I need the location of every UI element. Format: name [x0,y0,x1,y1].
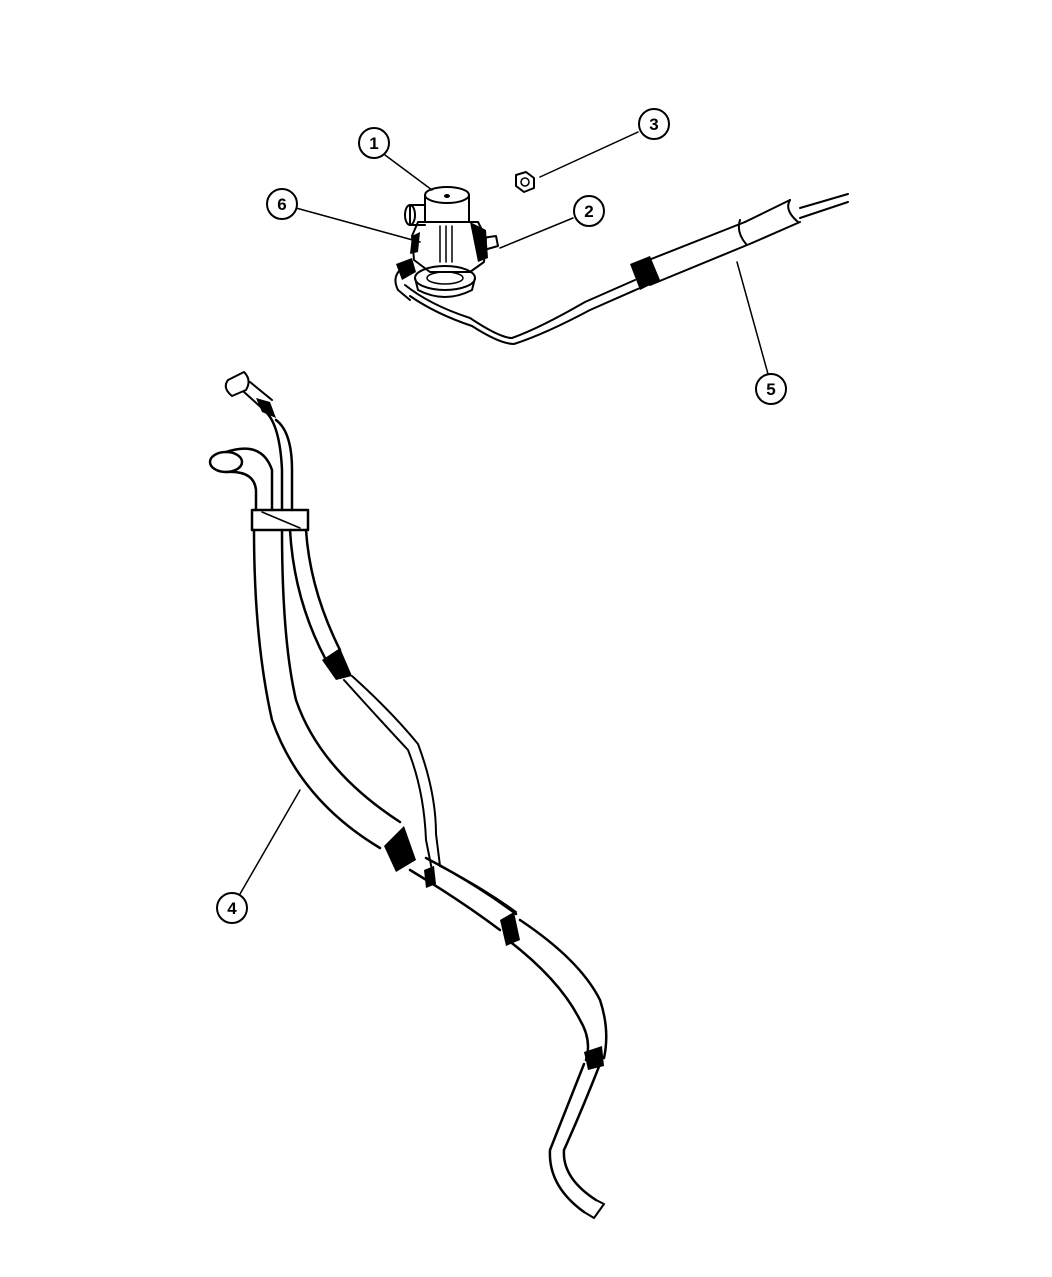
leader-lines [239,131,769,895]
callout-6-label: 6 [277,195,286,214]
callout-1: 1 [358,127,390,159]
valve-assembly [394,186,499,301]
callout-5-label: 5 [766,380,775,399]
hose-assembly [208,371,608,1219]
callout-1-label: 1 [369,134,378,153]
callout-3-label: 3 [649,115,658,134]
nut [515,171,535,193]
callout-2: 2 [573,195,605,227]
callout-4: 4 [216,892,248,924]
tube-5 [404,193,849,345]
callout-6: 6 [266,188,298,220]
callout-2-label: 2 [584,202,593,221]
callout-4-label: 4 [227,899,237,918]
callout-3: 3 [638,108,670,140]
callout-5: 5 [755,373,787,405]
